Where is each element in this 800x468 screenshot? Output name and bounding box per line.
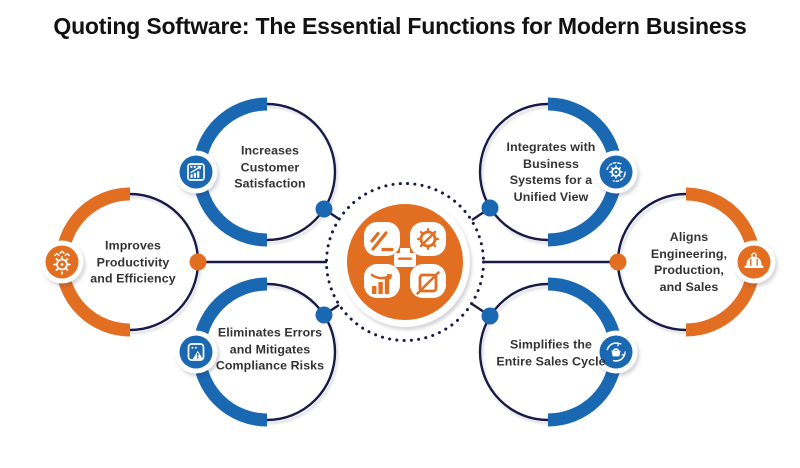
node-integrates-business-systems	[478, 97, 638, 247]
productivity-gear-arrows-icon	[53, 250, 71, 275]
node-label-integrates-business-systems: Integrates with Business Systems for a U…	[506, 140, 596, 204]
node-label-increases-customer-satisfaction: Increases Customer Satisfaction	[234, 143, 306, 191]
node-simplifies-sales-cycle	[478, 277, 638, 427]
node-aligns-engineering-production-sales	[616, 187, 776, 337]
node-label-eliminates-errors: Eliminates Errors and Mitigates Complian…	[215, 325, 325, 373]
document-warning-icon	[187, 343, 205, 361]
node-increases-customer-satisfaction	[174, 97, 337, 247]
connector-dot-left	[189, 253, 207, 271]
connector-dot-top-left	[315, 200, 333, 218]
quoting-tools-clover-icon	[364, 222, 446, 298]
connector-dot-bottom-right	[481, 307, 499, 325]
node-label-improves-productivity: Improves Productivity and Efficiency	[90, 238, 176, 286]
node-badge	[40, 240, 84, 284]
page-title: Quoting Software: The Essential Function…	[53, 13, 747, 39]
node-badge	[594, 150, 638, 194]
sales-cycle-basket-icon	[606, 342, 626, 362]
engineer-hard-hat-icon	[744, 252, 764, 268]
growth-chart-icon	[187, 163, 205, 181]
node-badge	[732, 240, 776, 284]
connector-dot-top-right	[481, 199, 499, 217]
node-improves-productivity	[40, 187, 200, 337]
node-badge	[174, 150, 218, 194]
node-badge	[174, 330, 218, 374]
node-badge	[594, 330, 638, 374]
system-sync-gear-icon	[606, 162, 626, 182]
connector-dots	[189, 199, 627, 325]
node-label-simplifies-sales-cycle: Simplifies the Entire Sales Cycle	[496, 337, 606, 369]
connector-dot-bottom-left	[315, 306, 333, 324]
node-label-aligns-engineering-production-sales: Aligns Engineering, Production, and Sale…	[650, 230, 728, 294]
hub	[325, 182, 485, 342]
connector-dot-right	[609, 253, 627, 271]
node-eliminates-errors	[174, 277, 337, 427]
hub-dotted-ring	[325, 182, 485, 342]
